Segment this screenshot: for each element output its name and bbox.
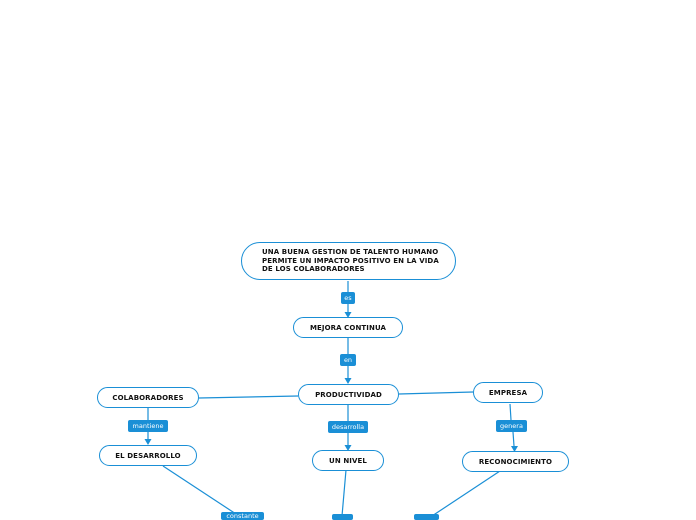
arrow-desarrollo: [144, 439, 152, 445]
link-label-partial-center[interactable]: [332, 514, 353, 520]
edge-reconocimiento-down: [431, 470, 501, 517]
link-label-mantiene[interactable]: mantiene: [128, 420, 168, 432]
arrow-productividad: [344, 378, 352, 384]
node-un-nivel[interactable]: UN NIVEL: [312, 450, 384, 471]
node-colaboradores[interactable]: COLABORADORES: [97, 387, 199, 408]
node-empresa[interactable]: EMPRESA: [473, 382, 543, 403]
link-label-en[interactable]: en: [340, 354, 356, 366]
edge-empresa-genera: [509, 403, 512, 421]
link-label-partial-right[interactable]: [414, 514, 439, 520]
edge-productividad-empresa: [398, 391, 474, 395]
arrow-reconocimiento: [511, 446, 518, 452]
node-mejora-continua[interactable]: MEJORA CONTINUA: [293, 317, 403, 338]
arrow-nivel: [344, 445, 352, 451]
edge-productividad-colaboradores: [198, 395, 299, 399]
node-el-desarrollo[interactable]: EL DESARROLLO: [99, 445, 197, 466]
link-label-es[interactable]: es: [341, 292, 355, 304]
root-concept-text: UNA BUENA GESTION DE TALENTO HUMANO PERM…: [262, 248, 439, 274]
node-productividad[interactable]: PRODUCTIVIDAD: [298, 384, 399, 405]
root-concept-node[interactable]: UNA BUENA GESTION DE TALENTO HUMANO PERM…: [241, 242, 456, 280]
arrow-mejora: [344, 312, 352, 318]
link-label-desarrolla[interactable]: desarrolla: [328, 421, 368, 433]
edge-genera-reconocimiento: [512, 431, 515, 447]
node-reconocimiento[interactable]: RECONOCIMIENTO: [462, 451, 569, 472]
link-label-genera[interactable]: genera: [496, 420, 527, 432]
link-label-constante[interactable]: constante: [221, 512, 264, 520]
edge-desarrollo-constante: [162, 465, 237, 515]
edge-nivel-down: [341, 469, 347, 517]
